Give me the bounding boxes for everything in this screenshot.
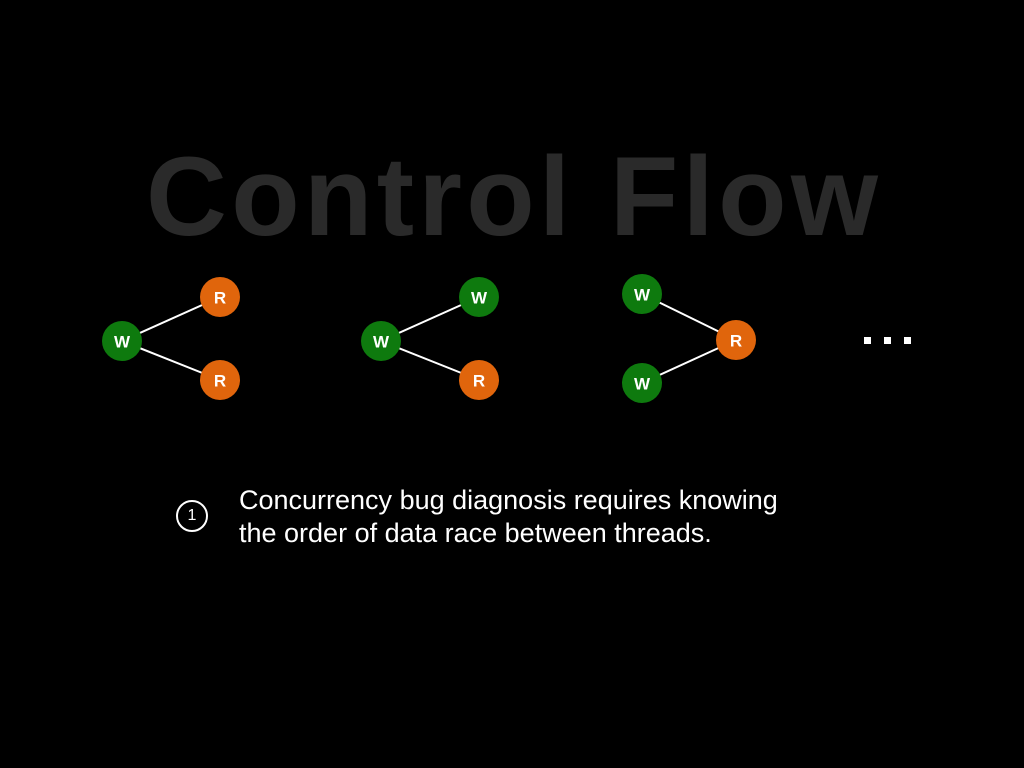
node-label: W	[471, 289, 488, 308]
write-node	[622, 274, 662, 314]
write-node	[622, 363, 662, 403]
note-text: Concurrency bug diagnosis requires knowi…	[239, 484, 778, 550]
ellipsis-dot	[884, 337, 891, 344]
note-number-badge: 1	[176, 500, 208, 532]
read-node	[459, 360, 499, 400]
ellipsis	[864, 337, 911, 344]
write-node	[102, 321, 142, 361]
ellipsis-dot	[904, 337, 911, 344]
node-label: W	[114, 333, 131, 352]
node-label: R	[214, 289, 226, 308]
node-label: R	[214, 372, 226, 391]
read-node	[200, 360, 240, 400]
write-node	[361, 321, 401, 361]
ellipsis-dot	[864, 337, 871, 344]
race-group-2: W W R	[361, 277, 499, 400]
note-line-2: the order of data race between threads.	[239, 518, 712, 548]
read-node	[716, 320, 756, 360]
node-label: W	[634, 375, 651, 394]
write-node	[459, 277, 499, 317]
note-line-1: Concurrency bug diagnosis requires knowi…	[239, 485, 778, 515]
node-label: W	[634, 286, 651, 305]
node-label: W	[373, 333, 390, 352]
node-label: R	[730, 332, 742, 351]
node-label: R	[473, 372, 485, 391]
race-group-3: W R W	[622, 274, 756, 403]
background-title: Control Flow	[146, 134, 879, 259]
read-node	[200, 277, 240, 317]
race-group-1: W R R	[102, 277, 240, 400]
